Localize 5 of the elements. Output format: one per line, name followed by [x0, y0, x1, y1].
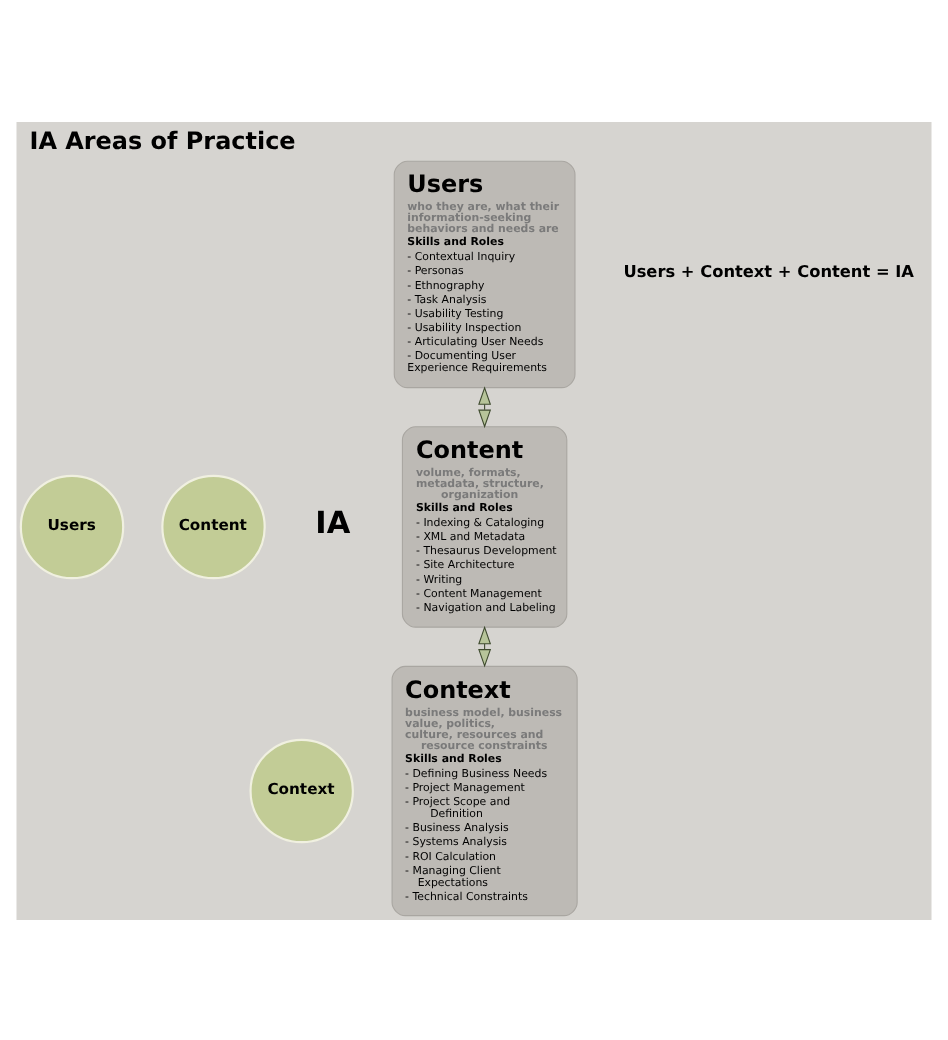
arrow [478, 624, 492, 667]
node-text: IA [315, 504, 351, 541]
diagram-title: IA Areas of Practice [29, 125, 296, 154]
arrow [478, 385, 492, 428]
label: Users + Context + Content = IA [623, 260, 915, 281]
